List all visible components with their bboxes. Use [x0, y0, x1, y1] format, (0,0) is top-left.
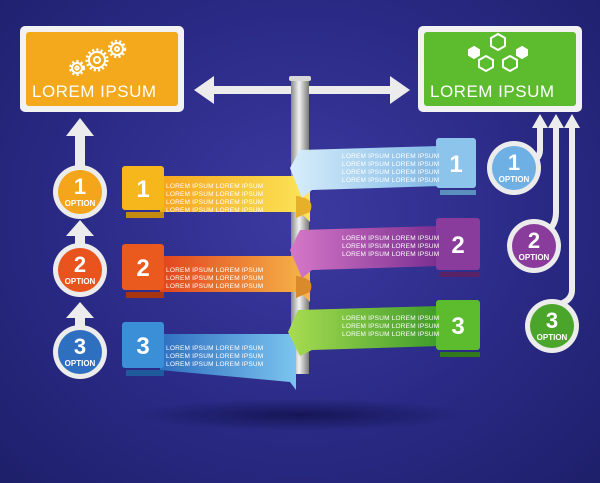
left-option-1-number: 1: [74, 174, 86, 199]
right-header-title: LOREM IPSUM: [430, 82, 555, 101]
left-banner-2-text: LOREM IPSUM LOREM IPSUM LOREM IPSUM LORE…: [166, 267, 263, 290]
right-option-2-number: 2: [528, 228, 540, 253]
text-line: LOREM IPSUM LOREM IPSUM: [342, 251, 439, 258]
left-arrows: [66, 118, 94, 328]
left-banner-1-text: LOREM IPSUM LOREM IPSUM LOREM IPSUM LORE…: [166, 183, 263, 214]
right-banner-2-text: LOREM IPSUM LOREM IPSUM LOREM IPSUM LORE…: [342, 235, 439, 258]
right-banner-2: [290, 218, 480, 278]
right-option-3: [525, 299, 579, 353]
right-header-box: [418, 26, 582, 112]
hexagons-icon: [468, 32, 528, 73]
left-option-3-label: OPTION: [65, 359, 96, 368]
text-line: LOREM IPSUM LOREM IPSUM: [342, 177, 439, 184]
right-option-3-label: OPTION: [537, 333, 568, 342]
text-line: LOREM IPSUM LOREM IPSUM: [342, 323, 439, 330]
right-banner-1-text: LOREM IPSUM LOREM IPSUM LOREM IPSUM LORE…: [342, 153, 439, 184]
gears-icon: [68, 39, 127, 76]
left-header-box: [20, 26, 184, 112]
text-line: LOREM IPSUM LOREM IPSUM: [342, 243, 439, 250]
right-option-3-number: 3: [546, 308, 558, 333]
text-line: LOREM IPSUM LOREM IPSUM: [166, 191, 263, 198]
right-connector-arrowheads: [532, 114, 580, 128]
right-banner-2-number: 2: [451, 232, 464, 259]
left-option-1-label: OPTION: [65, 199, 96, 208]
left-banner-3-text: LOREM IPSUM LOREM IPSUM LOREM IPSUM LORE…: [166, 345, 263, 368]
text-line: LOREM IPSUM LOREM IPSUM: [166, 207, 263, 214]
left-banner-2: [122, 244, 312, 302]
left-banner-1: [122, 166, 312, 222]
right-banner-1-number: 1: [449, 151, 462, 178]
text-line: LOREM IPSUM LOREM IPSUM: [166, 345, 263, 352]
right-option-1-label: OPTION: [499, 175, 530, 184]
text-line: LOREM IPSUM LOREM IPSUM: [166, 283, 263, 290]
left-option-2-label: OPTION: [65, 277, 96, 286]
text-line: LOREM IPSUM LOREM IPSUM: [342, 161, 439, 168]
right-banner-3-text: LOREM IPSUM LOREM IPSUM LOREM IPSUM LORE…: [342, 315, 439, 338]
left-banner-2-number: 2: [136, 255, 149, 282]
left-banner-3: [122, 322, 296, 390]
text-line: LOREM IPSUM LOREM IPSUM: [166, 275, 263, 282]
left-option-1: [53, 165, 107, 219]
text-line: LOREM IPSUM LOREM IPSUM: [342, 235, 439, 242]
right-option-1-number: 1: [508, 150, 520, 175]
left-banner-3-number: 3: [136, 333, 149, 360]
text-line: LOREM IPSUM LOREM IPSUM: [166, 361, 263, 368]
left-option-3: [53, 325, 107, 379]
text-line: LOREM IPSUM LOREM IPSUM: [166, 199, 263, 206]
right-banner-3: [288, 300, 480, 357]
right-option-1: [487, 141, 541, 195]
text-line: LOREM IPSUM LOREM IPSUM: [166, 183, 263, 190]
left-option-2-number: 2: [74, 252, 86, 277]
left-option-3-number: 3: [74, 334, 86, 359]
right-option-2-label: OPTION: [519, 253, 550, 262]
ground-shadow: [130, 399, 470, 431]
text-line: LOREM IPSUM LOREM IPSUM: [166, 353, 263, 360]
right-banner-1: [290, 138, 476, 198]
text-line: LOREM IPSUM LOREM IPSUM: [342, 331, 439, 338]
text-line: LOREM IPSUM LOREM IPSUM: [166, 267, 263, 274]
left-header-title: LOREM IPSUM: [32, 82, 157, 101]
text-line: LOREM IPSUM LOREM IPSUM: [342, 169, 439, 176]
left-option-2: [53, 243, 107, 297]
right-banner-3-number: 3: [451, 313, 464, 340]
text-line: LOREM IPSUM LOREM IPSUM: [342, 315, 439, 322]
text-line: LOREM IPSUM LOREM IPSUM: [342, 153, 439, 160]
left-banner-1-number: 1: [136, 176, 149, 203]
right-option-2: [507, 219, 561, 273]
